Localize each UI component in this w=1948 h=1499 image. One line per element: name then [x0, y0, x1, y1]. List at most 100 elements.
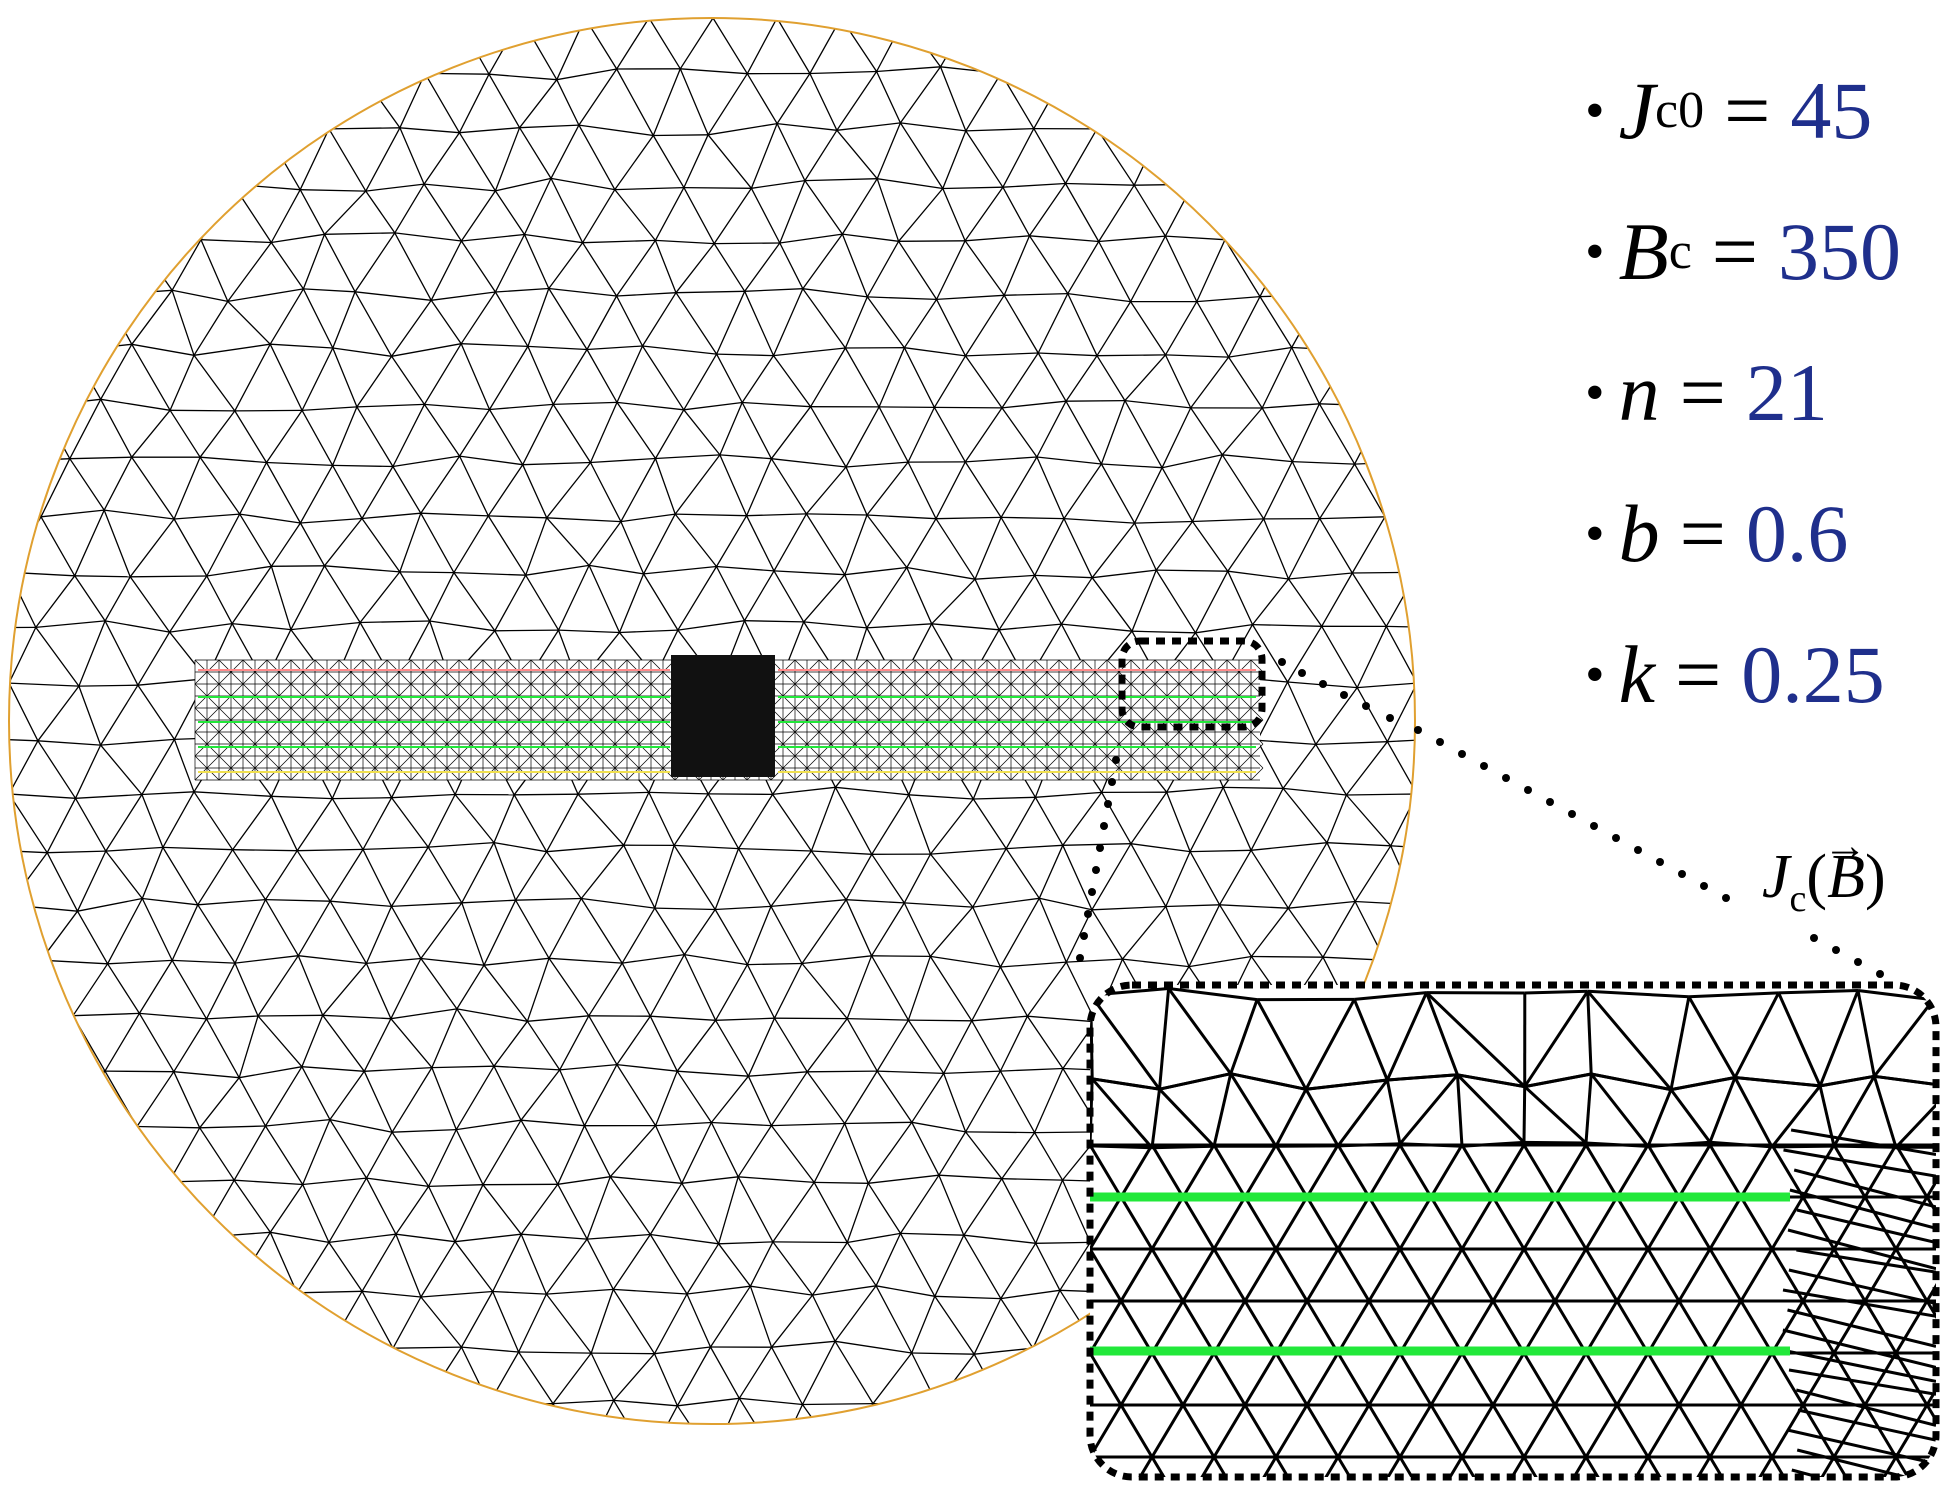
mesh-edge	[488, 73, 521, 129]
inset-edge	[1491, 1352, 1526, 1406]
fine-edge	[1250, 659, 1264, 673]
fine-edge	[890, 755, 904, 769]
mesh-edge	[641, 345, 685, 411]
mesh-edge	[1003, 235, 1031, 296]
mesh-edge	[813, 1182, 848, 1243]
fine-edge	[242, 683, 256, 697]
mesh-edge	[1481, 18, 1513, 73]
mesh-edge	[801, 955, 872, 965]
mesh-edge	[844, 1123, 869, 1184]
fine-edge	[602, 683, 616, 697]
fine-edge	[986, 671, 1000, 685]
mesh-edge	[454, 1184, 484, 1242]
fine-edge	[206, 755, 220, 769]
mesh-edge	[810, 406, 847, 468]
mesh-edge	[748, 1071, 808, 1077]
fine-edge	[878, 755, 892, 769]
mesh-edge	[522, 404, 554, 465]
mesh-edge	[1133, 184, 1166, 237]
mesh-edge	[456, 1008, 495, 1067]
inset-edge	[1586, 990, 1673, 1091]
mesh-edge	[1000, 1298, 1034, 1349]
fine-edge	[242, 707, 256, 721]
mesh-edge	[78, 685, 102, 746]
fine-edge	[470, 707, 484, 721]
mesh-edge	[586, 345, 643, 351]
mesh-edge	[264, 73, 298, 130]
tape-lines	[198, 669, 1256, 773]
mesh-edge	[1026, 1015, 1064, 1069]
mesh-edge	[655, 1121, 712, 1127]
inset-edge	[1150, 1352, 1185, 1406]
mesh-edge	[770, 899, 847, 908]
mesh-edge	[1196, 295, 1261, 303]
fine-edge	[302, 767, 316, 781]
mesh-edge	[1035, 1179, 1064, 1244]
mesh-edge	[1032, 1290, 1061, 1349]
mesh-edge	[1164, 354, 1192, 409]
mesh-edge	[719, 454, 772, 460]
mesh-edge	[906, 567, 933, 625]
inset-edge	[1863, 1300, 1898, 1354]
mesh-edge	[804, 178, 878, 182]
fine-edge	[854, 731, 868, 745]
inset-edge	[1091, 1077, 1154, 1149]
mesh-edge	[737, 794, 774, 849]
fine-edge	[602, 671, 616, 685]
mesh-edge	[1100, 400, 1126, 465]
fine-edge	[338, 755, 352, 769]
mesh-edge	[46, 852, 79, 912]
mesh-edge	[234, 955, 299, 964]
mesh-edge	[620, 521, 645, 575]
fine-edge	[590, 683, 604, 697]
mesh-edge	[328, 1403, 362, 1424]
mesh-edge	[623, 844, 656, 909]
mesh-edge	[1038, 845, 1064, 899]
inset-edge	[1615, 1248, 1650, 1302]
mesh-edge	[324, 190, 367, 235]
mesh-edge	[453, 571, 526, 576]
fine-edge	[530, 767, 544, 781]
mesh-edge	[1320, 183, 1354, 241]
fine-edge	[1046, 755, 1060, 769]
mesh-edge	[738, 1397, 778, 1424]
inset-edge	[1167, 987, 1232, 1075]
mesh-edge	[1449, 351, 1481, 406]
inset-edge	[1274, 1456, 1309, 1477]
mesh-edge	[904, 18, 938, 19]
mesh-edge	[9, 1237, 10, 1294]
mesh-edge	[104, 1292, 138, 1349]
mesh-edge	[1449, 129, 1481, 184]
mesh-edge	[264, 850, 298, 900]
mesh-edge	[9, 461, 42, 518]
mesh-edge	[933, 407, 966, 463]
mesh-edge	[835, 786, 909, 796]
fine-edge	[602, 707, 616, 721]
mesh-edge	[1091, 522, 1136, 579]
mesh-edge	[1481, 517, 1513, 573]
mesh-edge	[329, 1118, 393, 1133]
mesh-edge	[776, 73, 811, 124]
inset-edge	[1274, 1088, 1308, 1147]
mesh-edge	[773, 570, 845, 576]
mesh-edge	[1189, 787, 1224, 852]
mesh-edge	[424, 18, 458, 19]
fine-edge	[854, 671, 868, 685]
mesh-edge	[1134, 467, 1163, 524]
fine-edge	[362, 767, 376, 781]
mesh-edge	[265, 898, 331, 902]
inset-edge	[1584, 1073, 1593, 1144]
fine-edge	[1010, 683, 1024, 697]
mesh-edge	[105, 794, 143, 852]
inset-edge	[1733, 992, 1780, 1079]
mesh-edge	[72, 963, 109, 1017]
mesh-edge	[483, 899, 517, 966]
mesh-edge	[1291, 461, 1321, 519]
mesh-edge	[107, 963, 140, 1014]
mesh-edge	[866, 623, 932, 629]
fine-edge	[1250, 695, 1264, 709]
mesh-edge	[876, 122, 902, 179]
fine-edge	[1034, 683, 1048, 697]
mesh-edge	[899, 66, 942, 124]
